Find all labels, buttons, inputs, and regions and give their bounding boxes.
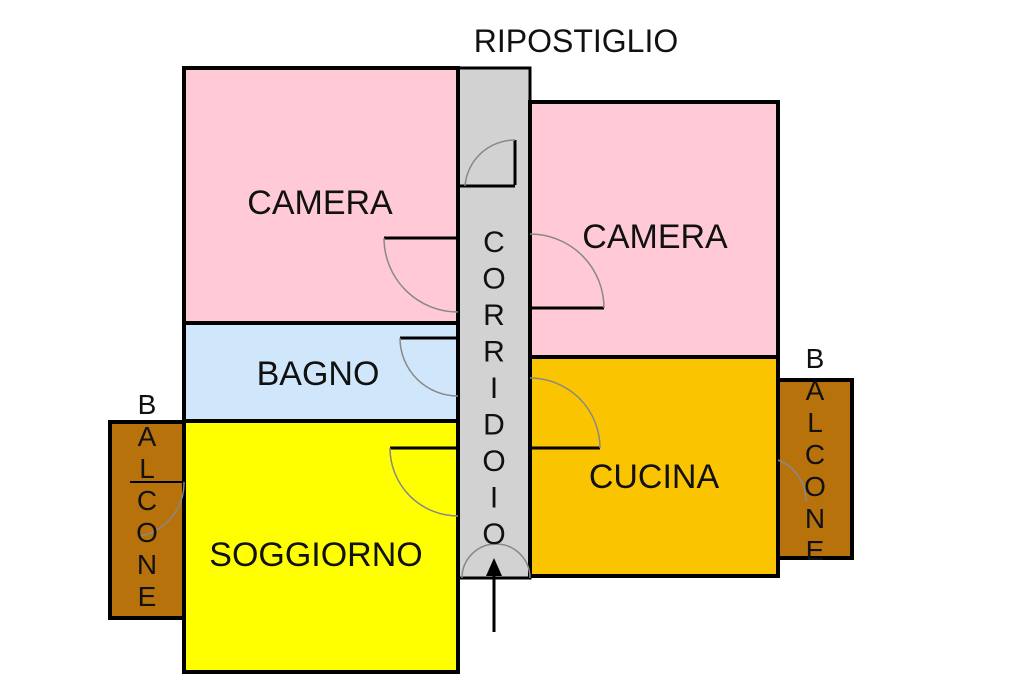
bagno-room — [182, 321, 460, 423]
door-balcone-left — [130, 481, 185, 537]
vertical-letter: L — [807, 407, 823, 438]
entrance-arrow-icon — [486, 558, 502, 632]
vertical-letter: N — [137, 549, 157, 580]
vertical-letter: L — [139, 453, 155, 484]
vertical-letter: E — [138, 581, 157, 612]
camera-right-label: CAMERA — [582, 218, 728, 256]
camera-left-label: CAMERA — [247, 184, 393, 222]
camera-left-room — [182, 66, 460, 325]
soggiorno-label: SOGGIORNO — [209, 536, 422, 574]
vertical-letter: O — [482, 263, 505, 296]
vertical-letter: A — [806, 375, 825, 406]
vertical-letter: A — [138, 421, 157, 452]
vertical-letter: D — [483, 409, 505, 442]
door-bagno — [399, 336, 459, 397]
door-soggiorno — [389, 446, 459, 517]
cucina-room — [528, 355, 780, 578]
cucina-label: CUCINA — [589, 458, 720, 496]
door-camera-right — [529, 233, 605, 310]
door-camera-left — [383, 236, 459, 313]
vertical-letter: O — [482, 518, 505, 551]
vertical-letter: R — [483, 299, 505, 332]
balcone-left-area — [108, 420, 186, 620]
vertical-letter: O — [136, 517, 158, 548]
vertical-letter: R — [483, 336, 505, 369]
vertical-letter: I — [490, 372, 498, 405]
vertical-letter: C — [483, 226, 505, 259]
door-balcone-right — [777, 459, 807, 503]
camera-right-room — [528, 100, 780, 359]
vertical-letter: B — [138, 389, 157, 420]
door-entrance — [461, 543, 531, 579]
balcone-right-area — [776, 378, 854, 560]
corridoio-area — [456, 66, 532, 580]
vertical-letter: E — [806, 535, 825, 566]
vertical-letter: C — [805, 439, 825, 470]
vertical-letter: O — [804, 471, 826, 502]
vertical-letter: O — [482, 445, 505, 478]
door-ripostiglio — [458, 139, 516, 188]
vertical-letter: I — [490, 482, 498, 515]
vertical-letter: B — [806, 343, 825, 374]
vertical-letter: N — [805, 503, 825, 534]
bagno-label: BAGNO — [257, 355, 380, 393]
vertical-letter: C — [137, 485, 157, 516]
soggiorno-room — [182, 419, 460, 674]
ripostiglio-label: RIPOSTIGLIO — [474, 23, 678, 59]
door-cucina — [529, 377, 601, 450]
